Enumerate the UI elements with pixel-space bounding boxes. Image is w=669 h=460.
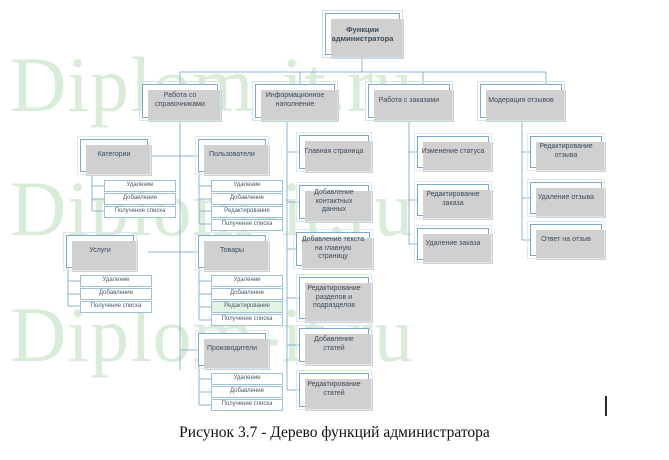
node-label: Функции администратора: [331, 24, 394, 43]
node-label: Удаление: [233, 277, 261, 284]
node-branch-spravochniki[interactable]: Работа со справочниками: [139, 81, 222, 122]
node-label: Получение списка: [90, 303, 142, 310]
node-kategorii[interactable]: Категории: [77, 136, 152, 176]
node-label: Добавление: [123, 195, 157, 202]
node-label: Получение списка: [221, 316, 273, 323]
node-uslugi[interactable]: Услуги: [63, 232, 138, 272]
leaf-polzovateli-dobavlenie[interactable]: Добавление: [211, 193, 283, 205]
node-label: Пользователи: [209, 151, 255, 159]
node-label: Удаление отзыва: [537, 193, 595, 201]
node-label: Получение списка: [221, 221, 273, 228]
node-udalenie-otzyva[interactable]: Удаление отзыва: [527, 179, 606, 218]
figure-caption: Рисунок 3.7 - Дерево функций администрат…: [179, 424, 490, 441]
node-redaktirovanie-otzyva[interactable]: Редактирование отзыва: [527, 133, 606, 172]
node-redaktirovanie-zakaza[interactable]: Редактирование заказа: [414, 181, 493, 220]
leaf-tovary-dobavlenie[interactable]: Добавление: [211, 288, 283, 300]
node-branch-orders[interactable]: Работа с заказами: [365, 81, 454, 122]
leaf-proizvoditeli-poluchenie[interactable]: Получение списка: [211, 399, 283, 411]
node-label: Изменение статуса: [421, 147, 485, 155]
leaf-proizvoditeli-dobavlenie[interactable]: Добавление: [211, 386, 283, 398]
leaf-uslugi-udalenie[interactable]: Удаление: [80, 275, 152, 287]
node-kontaktnye-dannye[interactable]: Добавление контактных данных: [296, 182, 373, 223]
leaf-tovary-poluchenie[interactable]: Получение списка: [211, 314, 283, 326]
leaf-polzovateli-udalenie[interactable]: Удаление: [211, 180, 283, 192]
node-branch-reviews[interactable]: Модерация отзывов: [477, 81, 566, 122]
node-otvet-na-otzyv[interactable]: Ответ на отзыв: [527, 221, 606, 260]
node-dobavlenie-statey[interactable]: Добавление статей: [296, 325, 373, 366]
node-label: Удаление: [233, 182, 261, 189]
node-label: Услуги: [89, 247, 111, 255]
node-label: Добавление: [230, 195, 264, 202]
node-root[interactable]: Функции администратора: [322, 10, 404, 59]
node-label: Редактирование отзыва: [539, 143, 593, 159]
node-udalenie-zakaza[interactable]: Удаление заказа: [414, 225, 493, 264]
node-label: Получение списка: [114, 208, 166, 215]
leaf-proizvoditeli-udalenie[interactable]: Удаление: [211, 373, 283, 385]
node-label: Добавление статей: [314, 336, 354, 352]
node-label: Добавление: [230, 388, 264, 395]
node-label: Добавление текста на главную страницу: [301, 235, 365, 261]
leaf-polzovateli-redaktirovanie[interactable]: Редактирование: [211, 206, 283, 218]
node-label: Категории: [97, 151, 131, 159]
node-polzovateli[interactable]: Пользователи: [195, 136, 270, 176]
node-label: Редактирование: [224, 303, 270, 310]
node-label: Модерация отзывов: [488, 96, 554, 104]
leaf-uslugi-poluchenie[interactable]: Получение списка: [80, 301, 152, 313]
text-cursor-caret: [605, 396, 607, 416]
node-label: Редактирование: [224, 208, 270, 215]
function-tree-diagram: Функции администратора Работа со справоч…: [63, 10, 606, 411]
node-branch-info[interactable]: Информационное наполнение: [252, 81, 339, 122]
leaf-kategorii-dobavlenie[interactable]: Добавление: [104, 193, 176, 205]
node-label: Редактирование статей: [307, 381, 361, 397]
node-label: Информационное наполнение: [265, 92, 325, 108]
leaf-kategorii-poluchenie[interactable]: Получение списка: [104, 206, 176, 218]
node-label: Ответ на отзыв: [541, 235, 591, 243]
node-label: Получение списка: [221, 401, 273, 408]
node-label: Добавление: [230, 290, 264, 297]
leaf-polzovateli-poluchenie[interactable]: Получение списка: [211, 219, 283, 231]
leaf-uslugi-dobavlenie[interactable]: Добавление: [80, 288, 152, 300]
node-label: Товары: [219, 247, 245, 255]
node-label: Главная страница: [304, 147, 364, 155]
node-izmenenie-statusa[interactable]: Изменение статуса: [414, 133, 493, 172]
node-redaktirovanie-statey[interactable]: Редактирование статей: [296, 370, 373, 411]
node-proizvoditeli[interactable]: Производители: [195, 330, 270, 370]
node-label: Удаление: [233, 375, 261, 382]
node-label: Редактирование заказа: [426, 191, 480, 207]
node-label: Удаление: [126, 182, 154, 189]
node-label: Производители: [206, 345, 258, 353]
leaf-tovary-udalenie[interactable]: Удаление: [211, 275, 283, 287]
node-tovary[interactable]: Товары: [195, 232, 270, 272]
node-razdely-podrazdely[interactable]: Редактирование разделов и подразделов: [296, 274, 373, 323]
node-glavnaya-stranica[interactable]: Главная страница: [296, 132, 373, 173]
node-tekst-glavnaya[interactable]: Добавление текста на главную страницу: [293, 229, 374, 270]
node-label: Удаление заказа: [425, 239, 481, 247]
node-label: Редактирование разделов и подразделов: [307, 284, 361, 310]
leaf-kategorii-udalenie[interactable]: Удаление: [104, 180, 176, 192]
node-label: Добавление контактных данных: [314, 188, 354, 214]
node-label: Работа с заказами: [378, 96, 440, 104]
node-label: Добавление: [99, 290, 133, 297]
connector-layer: [67, 56, 547, 406]
leaf-tovary-redaktirovanie[interactable]: Редактирование: [211, 301, 283, 313]
node-label: Удаление: [102, 277, 130, 284]
node-label: Работа со справочниками: [155, 92, 205, 108]
